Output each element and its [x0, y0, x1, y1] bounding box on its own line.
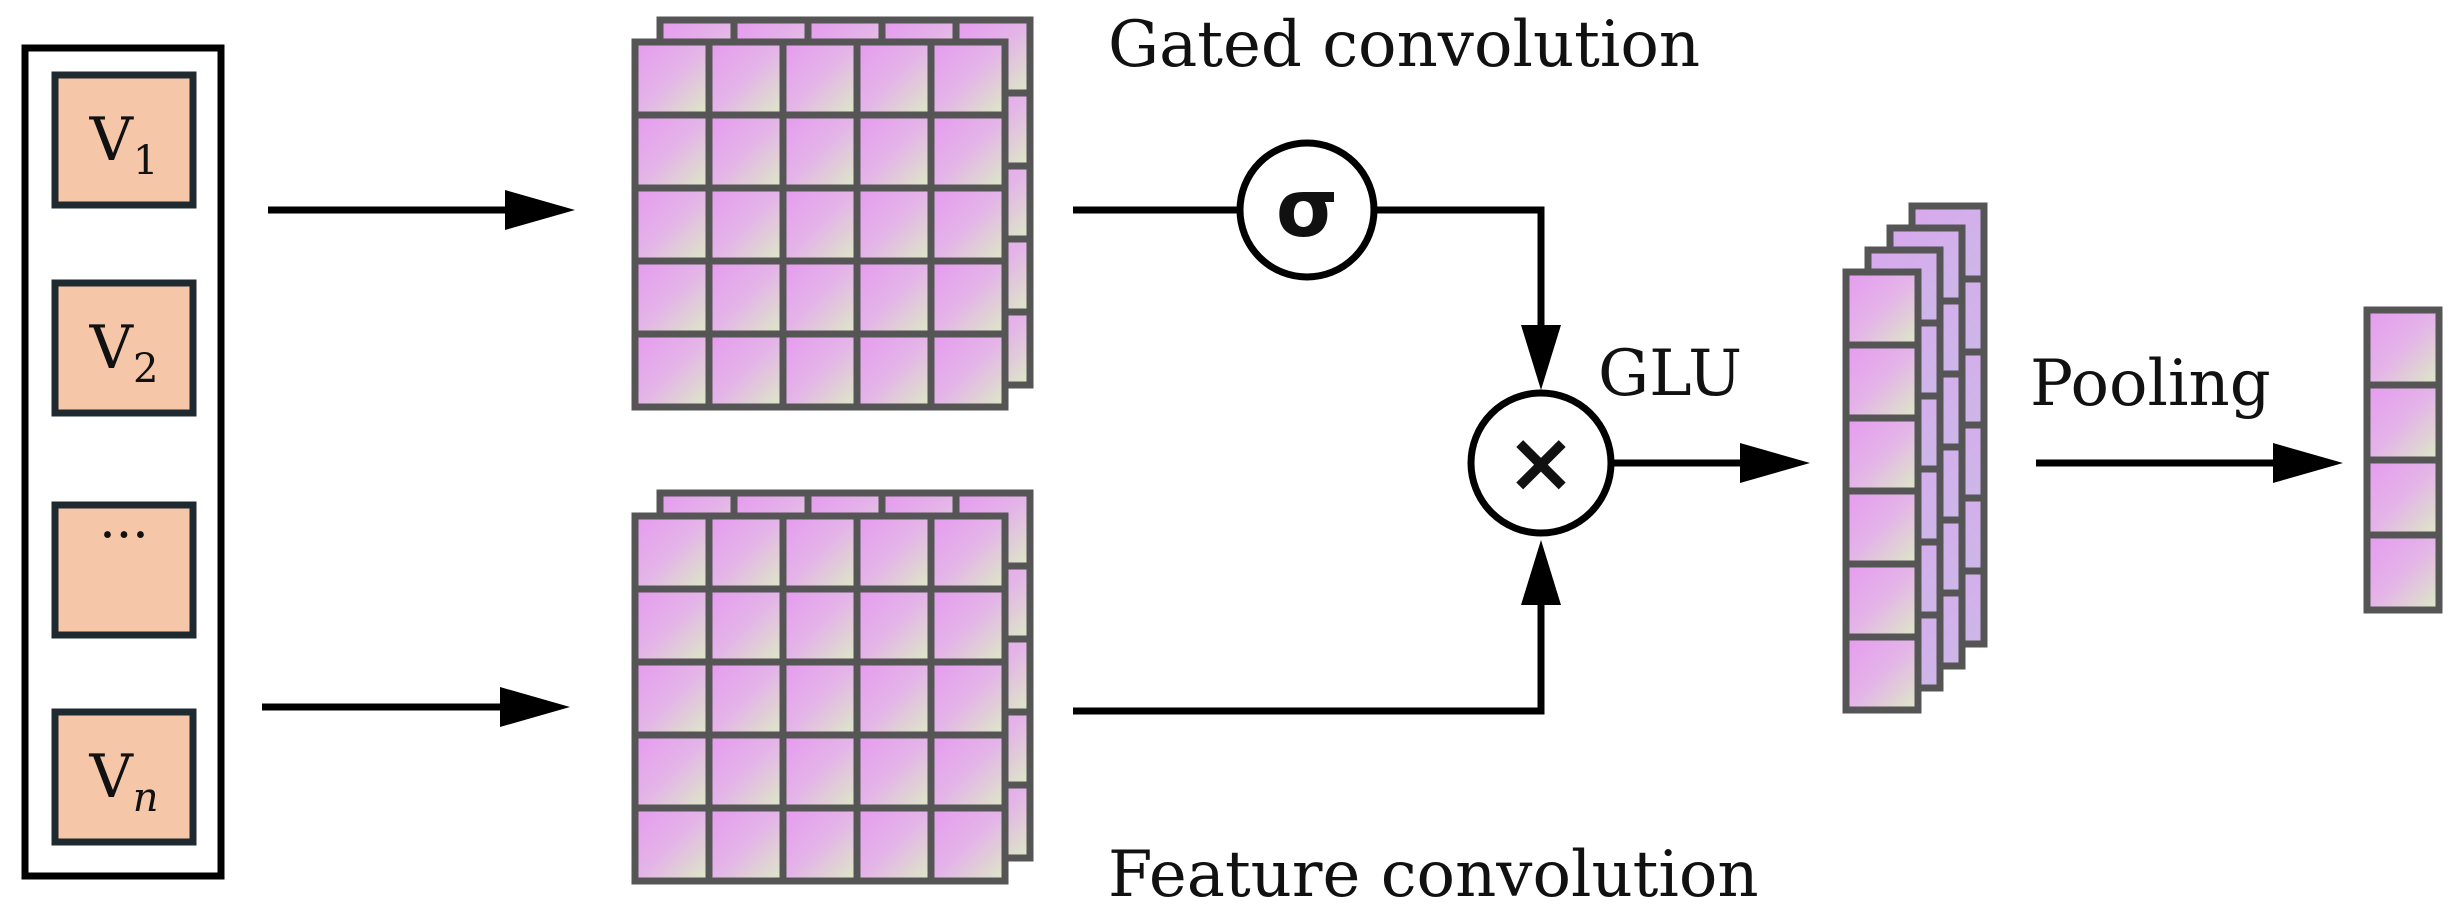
pooled-cell: [2363, 456, 2443, 539]
gated-cell: [705, 257, 787, 338]
arrow-feature-to-multiply-head: [1521, 540, 1561, 605]
arrow-sigma-to-multiply-head: [1521, 325, 1561, 390]
feature-cell: [927, 658, 1009, 739]
gated-cell: [927, 111, 1009, 192]
input-box-v1: V1: [51, 71, 197, 209]
svg-text:V2: V2: [89, 313, 159, 392]
input-box-ellipsis: ···: [51, 501, 197, 639]
gated-cell: [853, 38, 935, 119]
pooled-cell: [2363, 381, 2443, 464]
feature-cell: [705, 731, 787, 812]
arrow-to-pooled-head: [2273, 443, 2343, 483]
feature-cell: [853, 731, 935, 812]
svg-text:V1: V1: [89, 105, 159, 184]
glu-cell: [1842, 268, 1922, 349]
feature-conv-grid: [631, 489, 1034, 885]
gated-cell: [705, 330, 787, 411]
feature-cell: [927, 585, 1009, 666]
gated-cell: [631, 257, 713, 338]
feature-cell: [705, 512, 787, 593]
gated-cell: [631, 330, 713, 411]
input-v1-base: V: [89, 105, 135, 175]
gated-cell: [927, 184, 1009, 265]
feature-cell: [853, 512, 935, 593]
gated-cell: [631, 38, 713, 119]
gated-cell: [631, 111, 713, 192]
feature-cell: [927, 731, 1009, 812]
gated-cell: [927, 330, 1009, 411]
gated-cell: [779, 111, 861, 192]
label-feature-convolution: Feature convolution: [1108, 838, 1759, 912]
sigma-node: σ: [1236, 139, 1378, 281]
input-panel: V1 V2 ··· Vn: [21, 44, 225, 880]
input-v2-base: V: [89, 313, 135, 383]
feature-cell: [631, 804, 713, 885]
gated-cell: [705, 184, 787, 265]
multiply-node: ×: [1467, 389, 1615, 537]
gated-cell: [779, 257, 861, 338]
feature-cell: [705, 585, 787, 666]
pooled-cell: [2363, 306, 2443, 389]
glu-output-stack: [1842, 202, 1988, 714]
gated-cell: [779, 38, 861, 119]
sigma-symbol: σ: [1276, 162, 1338, 255]
gated-conv-grid: [631, 16, 1034, 411]
gated-cell: [853, 330, 935, 411]
input-ellipsis-text: ···: [99, 506, 149, 566]
feature-cell: [705, 658, 787, 739]
feature-cell: [631, 585, 713, 666]
gated-cell: [853, 184, 935, 265]
gated-cell: [853, 257, 935, 338]
label-pooling: Pooling: [2030, 347, 2271, 421]
feature-cell: [927, 512, 1009, 593]
input-v2-sub: 2: [133, 346, 158, 392]
line-sigma-to-multiply: [1374, 206, 1545, 330]
svg-text:···: ···: [99, 506, 149, 566]
arrow-input-to-gated-head: [505, 190, 575, 230]
input-box-v2: V2: [51, 279, 197, 417]
input-vn-base: V: [88, 742, 134, 812]
gated-cell: [779, 184, 861, 265]
arrow-multiply-to-glu-head: [1740, 443, 1810, 483]
arrow-input-to-feature-head: [500, 687, 570, 727]
multiply-symbol: ×: [1506, 413, 1576, 511]
glu-cell: [1842, 487, 1922, 568]
gated-cell: [853, 111, 935, 192]
glu-cell: [1842, 414, 1922, 495]
glu-cell: [1842, 633, 1922, 714]
feature-cell: [779, 804, 861, 885]
feature-cell: [779, 658, 861, 739]
feature-cell: [779, 731, 861, 812]
input-box-vn: Vn: [51, 708, 197, 846]
pooled-cell: [2363, 531, 2443, 614]
input-v1-sub: 1: [133, 138, 158, 184]
feature-cell: [853, 804, 935, 885]
gated-cell: [705, 38, 787, 119]
feature-cell: [779, 512, 861, 593]
feature-cell: [631, 731, 713, 812]
glu-cell: [1842, 560, 1922, 641]
feature-cell: [853, 585, 935, 666]
gated-cell: [631, 184, 713, 265]
pooled-output-vector: [2363, 306, 2443, 614]
gated-cell: [927, 257, 1009, 338]
glu-layer: [1842, 268, 1922, 714]
feature-cell: [927, 804, 1009, 885]
input-vn-sub: n: [133, 775, 159, 821]
line-feature-to-multiply: [1073, 600, 1545, 715]
gated-cell: [705, 111, 787, 192]
gated-cell: [779, 330, 861, 411]
glu-cell: [1842, 341, 1922, 422]
feature-cell: [631, 512, 713, 593]
feature-cell: [853, 658, 935, 739]
feature-cell: [779, 585, 861, 666]
gated-cell: [927, 38, 1009, 119]
label-gated-convolution: Gated convolution: [1108, 8, 1700, 82]
svg-text:Vn: Vn: [88, 742, 158, 821]
label-glu: GLU: [1598, 337, 1742, 411]
feature-cell: [631, 658, 713, 739]
feature-cell: [705, 804, 787, 885]
